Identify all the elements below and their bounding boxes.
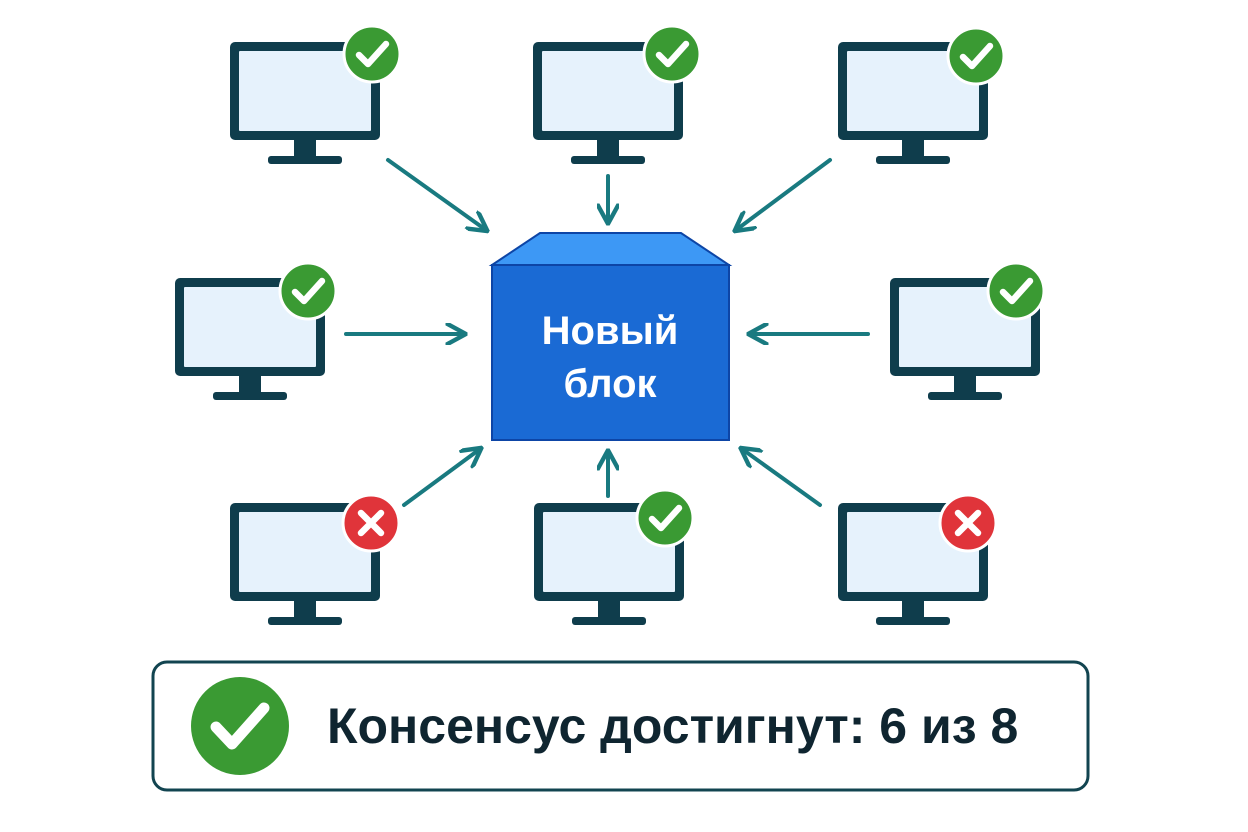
new-block-front-face: [491, 264, 730, 441]
check-icon: [342, 24, 402, 84]
monitor-icon: [230, 42, 380, 164]
node-bottom-right: [838, 493, 998, 625]
node-bottom-left: [230, 493, 401, 625]
cross-icon: [341, 493, 401, 553]
consensus-status-text: Консенсус достигнут: 6 из 8: [327, 698, 1018, 754]
node-middle-right: [890, 261, 1046, 400]
check-icon: [946, 26, 1006, 86]
node-top-right: [838, 26, 1006, 164]
status-box-frame: [151, 660, 1090, 792]
arrow-bottom-right: [742, 449, 822, 507]
check-icon: [635, 488, 695, 548]
check-icon: [642, 24, 702, 84]
arrow-top-left: [386, 158, 486, 230]
arrows-layer: [344, 158, 870, 507]
check-icon: [191, 677, 289, 775]
check-icon: [278, 261, 338, 321]
node-top-left: [230, 24, 402, 164]
new-block: Новый блок: [488, 232, 733, 441]
monitor-icon: [230, 503, 380, 625]
new-block-label-line1: Новый: [542, 309, 679, 353]
check-icon: [986, 261, 1046, 321]
arrow-bottom-left: [402, 449, 480, 507]
nodes-layer: [175, 24, 1046, 625]
node-middle-left: [175, 261, 338, 400]
cross-icon: [938, 493, 998, 553]
node-top-center: [533, 24, 702, 164]
new-block-label-line2: блок: [563, 362, 657, 406]
arrow-top-right: [736, 158, 832, 230]
consensus-status-box: Консенсус достигнут: 6 из 8: [151, 660, 1090, 792]
new-block-top-face: [488, 232, 733, 266]
node-bottom-center: [534, 488, 695, 625]
